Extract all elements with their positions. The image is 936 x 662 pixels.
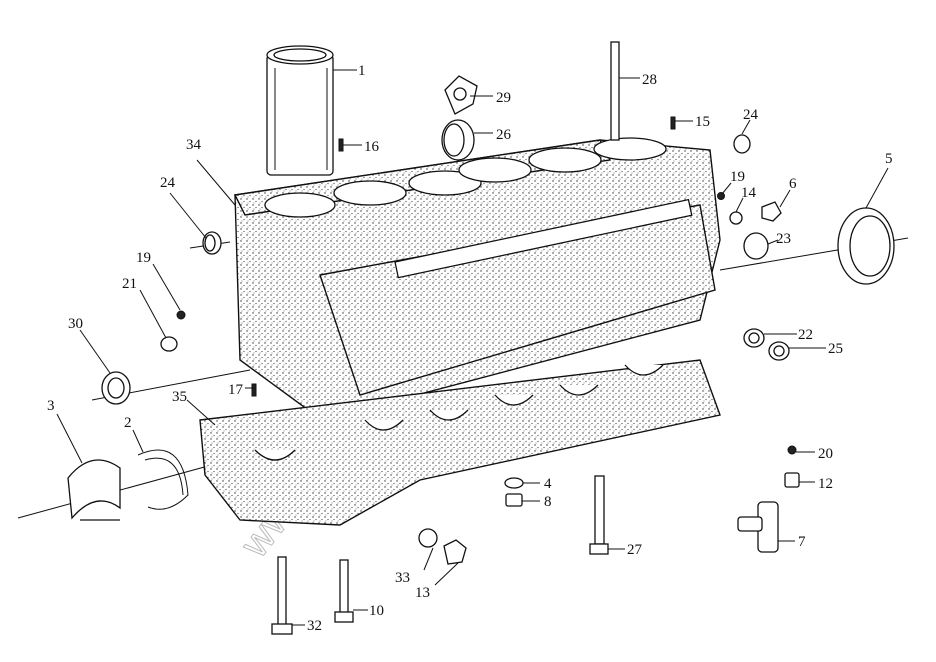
callout-24-left: 24 [160,175,176,191]
callout-22: 22 [798,327,813,343]
callout-28: 28 [642,72,657,88]
seal-ring-4 [504,477,524,489]
washer-33 [418,528,438,548]
main-bearing-saddles [254,364,664,461]
callout-3: 3 [47,398,55,414]
callout-labels: 1 2 3 4 5 6 7 8 10 12 13 14 15 16 17 19 … [47,63,893,634]
callout-29: 29 [496,90,511,106]
callout-13: 13 [415,585,430,601]
callout-6: 6 [789,176,797,192]
dowel-pin-17 [251,383,257,397]
expansion-plug-left [202,231,222,255]
callout-23: 23 [776,231,791,247]
rear-crank-seal [837,207,895,285]
callout-19-left: 19 [136,250,151,266]
callout-5: 5 [885,151,893,167]
plug-19-right [717,192,725,200]
bushing-25 [768,341,790,361]
callout-1: 1 [358,63,366,79]
callout-34: 34 [186,137,202,153]
callout-15: 15 [695,114,710,130]
union-connector-7 [737,501,779,553]
callout-8: 8 [544,494,552,510]
callout-17: 17 [228,382,244,398]
core-plug-large [441,119,475,161]
callout-27: 27 [627,542,643,558]
callout-26: 26 [496,127,512,143]
callout-33: 33 [395,570,410,586]
leader-lines [56,69,889,626]
callout-35: 35 [172,389,187,405]
plug-21 [160,336,178,352]
bolt-27 [589,475,609,555]
cylinder-liner [266,45,334,176]
bolt-10 [334,559,354,623]
callout-2: 2 [124,415,132,431]
camshaft-bush [101,371,131,405]
cylinder-head-stud [610,41,620,141]
drain-plug-13 [443,539,467,565]
callout-32: 32 [307,618,322,634]
plug-12 [784,472,800,488]
plug-6 [761,201,782,222]
water-outlet-flange [444,75,478,115]
plug-8 [505,493,523,507]
plug-20 [787,445,797,455]
washer-14 [729,211,743,225]
thrust-washer [137,449,189,510]
bolt-32 [271,556,293,635]
plug-19-left [176,310,186,320]
callout-4: 4 [544,476,552,492]
callout-24-right: 24 [743,107,759,123]
callout-7: 7 [798,534,806,550]
bedplate [199,359,721,526]
expansion-plug-right [733,134,751,154]
callout-25: 25 [828,341,843,357]
dowel-pin-15 [670,116,676,130]
callout-10: 10 [369,603,384,619]
main-bearing-shell [67,459,121,521]
callout-30: 30 [68,316,83,332]
callout-14: 14 [741,185,757,201]
callout-19-right: 19 [730,169,745,185]
cylinder-block [233,137,721,416]
callout-21: 21 [122,276,137,292]
cylinder-bores [264,137,667,218]
core-plug-23 [743,232,769,260]
callout-16: 16 [364,139,380,155]
bushing-22 [743,328,765,348]
callout-20: 20 [818,446,833,462]
callout-12: 12 [818,476,833,492]
dowel-pin-16 [338,138,344,152]
